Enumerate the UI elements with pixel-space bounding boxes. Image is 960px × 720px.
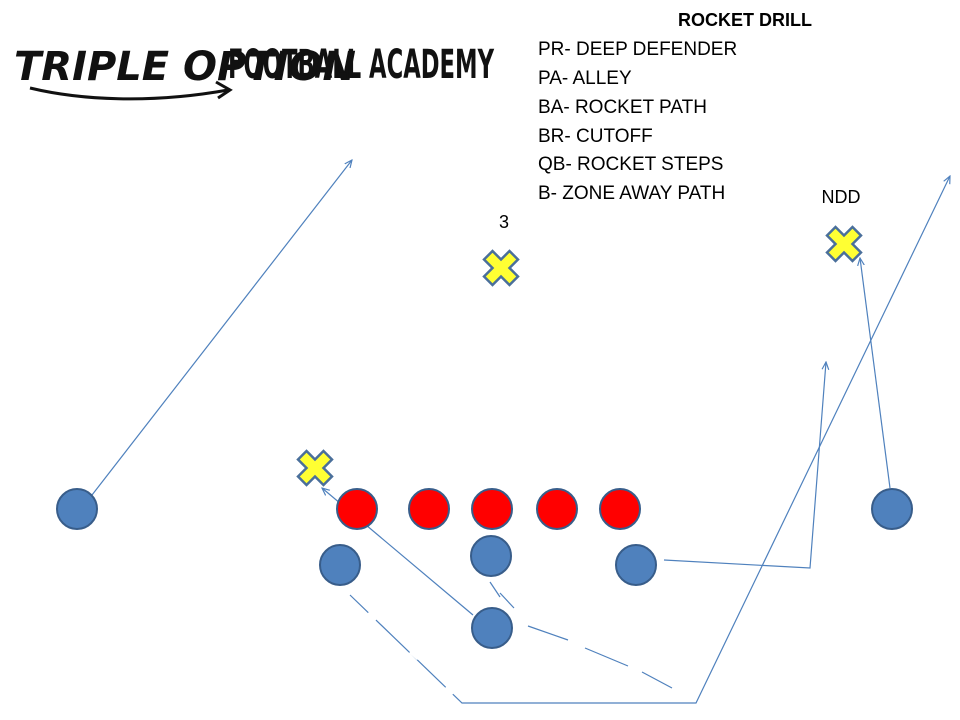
- qb-rocket-dash-1: [527, 625, 569, 641]
- left-guard: [408, 488, 450, 530]
- right-back: [615, 544, 657, 586]
- right-tackle: [599, 488, 641, 530]
- defender-alley: [296, 449, 334, 487]
- logo-right-text: FOOTBALL ACADEMY: [228, 42, 495, 88]
- drill-title: ROCKET DRILL: [678, 10, 812, 30]
- right-back-route: [663, 362, 826, 569]
- rocket-steps-mid: [499, 592, 515, 609]
- logo-swoosh: [29, 86, 229, 101]
- center: [471, 488, 513, 530]
- assignment-ba: BA- ROCKET PATH: [538, 97, 707, 118]
- skill-players: [56, 488, 913, 649]
- assignment-pr: PR- DEEP DEFENDER: [538, 39, 737, 60]
- left-tackle: [336, 488, 378, 530]
- dash-gap-1: [367, 611, 377, 622]
- defender-safety-3: [482, 249, 520, 287]
- zone-away-path: [349, 176, 950, 704]
- assignment-pa: PA- ALLEY: [538, 68, 632, 89]
- dash-gaps: [367, 611, 455, 696]
- logo-left-text: TRIPLE OPTION: [14, 44, 356, 90]
- qb-rocket-dash-2: [584, 647, 629, 667]
- right-receiver-route: [860, 258, 891, 489]
- left-back: [319, 544, 361, 586]
- offensive-line: [336, 488, 641, 530]
- dash-gap-2: [409, 650, 419, 661]
- assignment-qb: QB- ROCKET STEPS: [538, 154, 723, 175]
- left-receiver-route: [91, 160, 352, 496]
- assignment-b: B- ZONE AWAY PATH: [538, 183, 725, 204]
- rocket-steps-short: [489, 581, 501, 598]
- logo-swoosh-arrowhead: [215, 80, 233, 100]
- right-receiver: [871, 488, 913, 530]
- right-guard: [536, 488, 578, 530]
- defender-ndd: [825, 225, 863, 263]
- left-receiver: [56, 488, 98, 530]
- dash-gap-3: [444, 685, 455, 696]
- safety-label: 3: [499, 212, 509, 232]
- deep-defender-label: NDD: [822, 187, 861, 207]
- routes: [91, 160, 950, 704]
- quarterback: [471, 607, 513, 649]
- academy-logo: TRIPLE OPTION FOOTBALL ACADEMY: [14, 42, 495, 101]
- assignment-list: PR- DEEP DEFENDER PA- ALLEY BA- ROCKET P…: [538, 39, 737, 204]
- fullback: [470, 535, 512, 577]
- qb-rocket-dash-3: [641, 671, 673, 689]
- assignment-br: BR- CUTOFF: [538, 126, 653, 147]
